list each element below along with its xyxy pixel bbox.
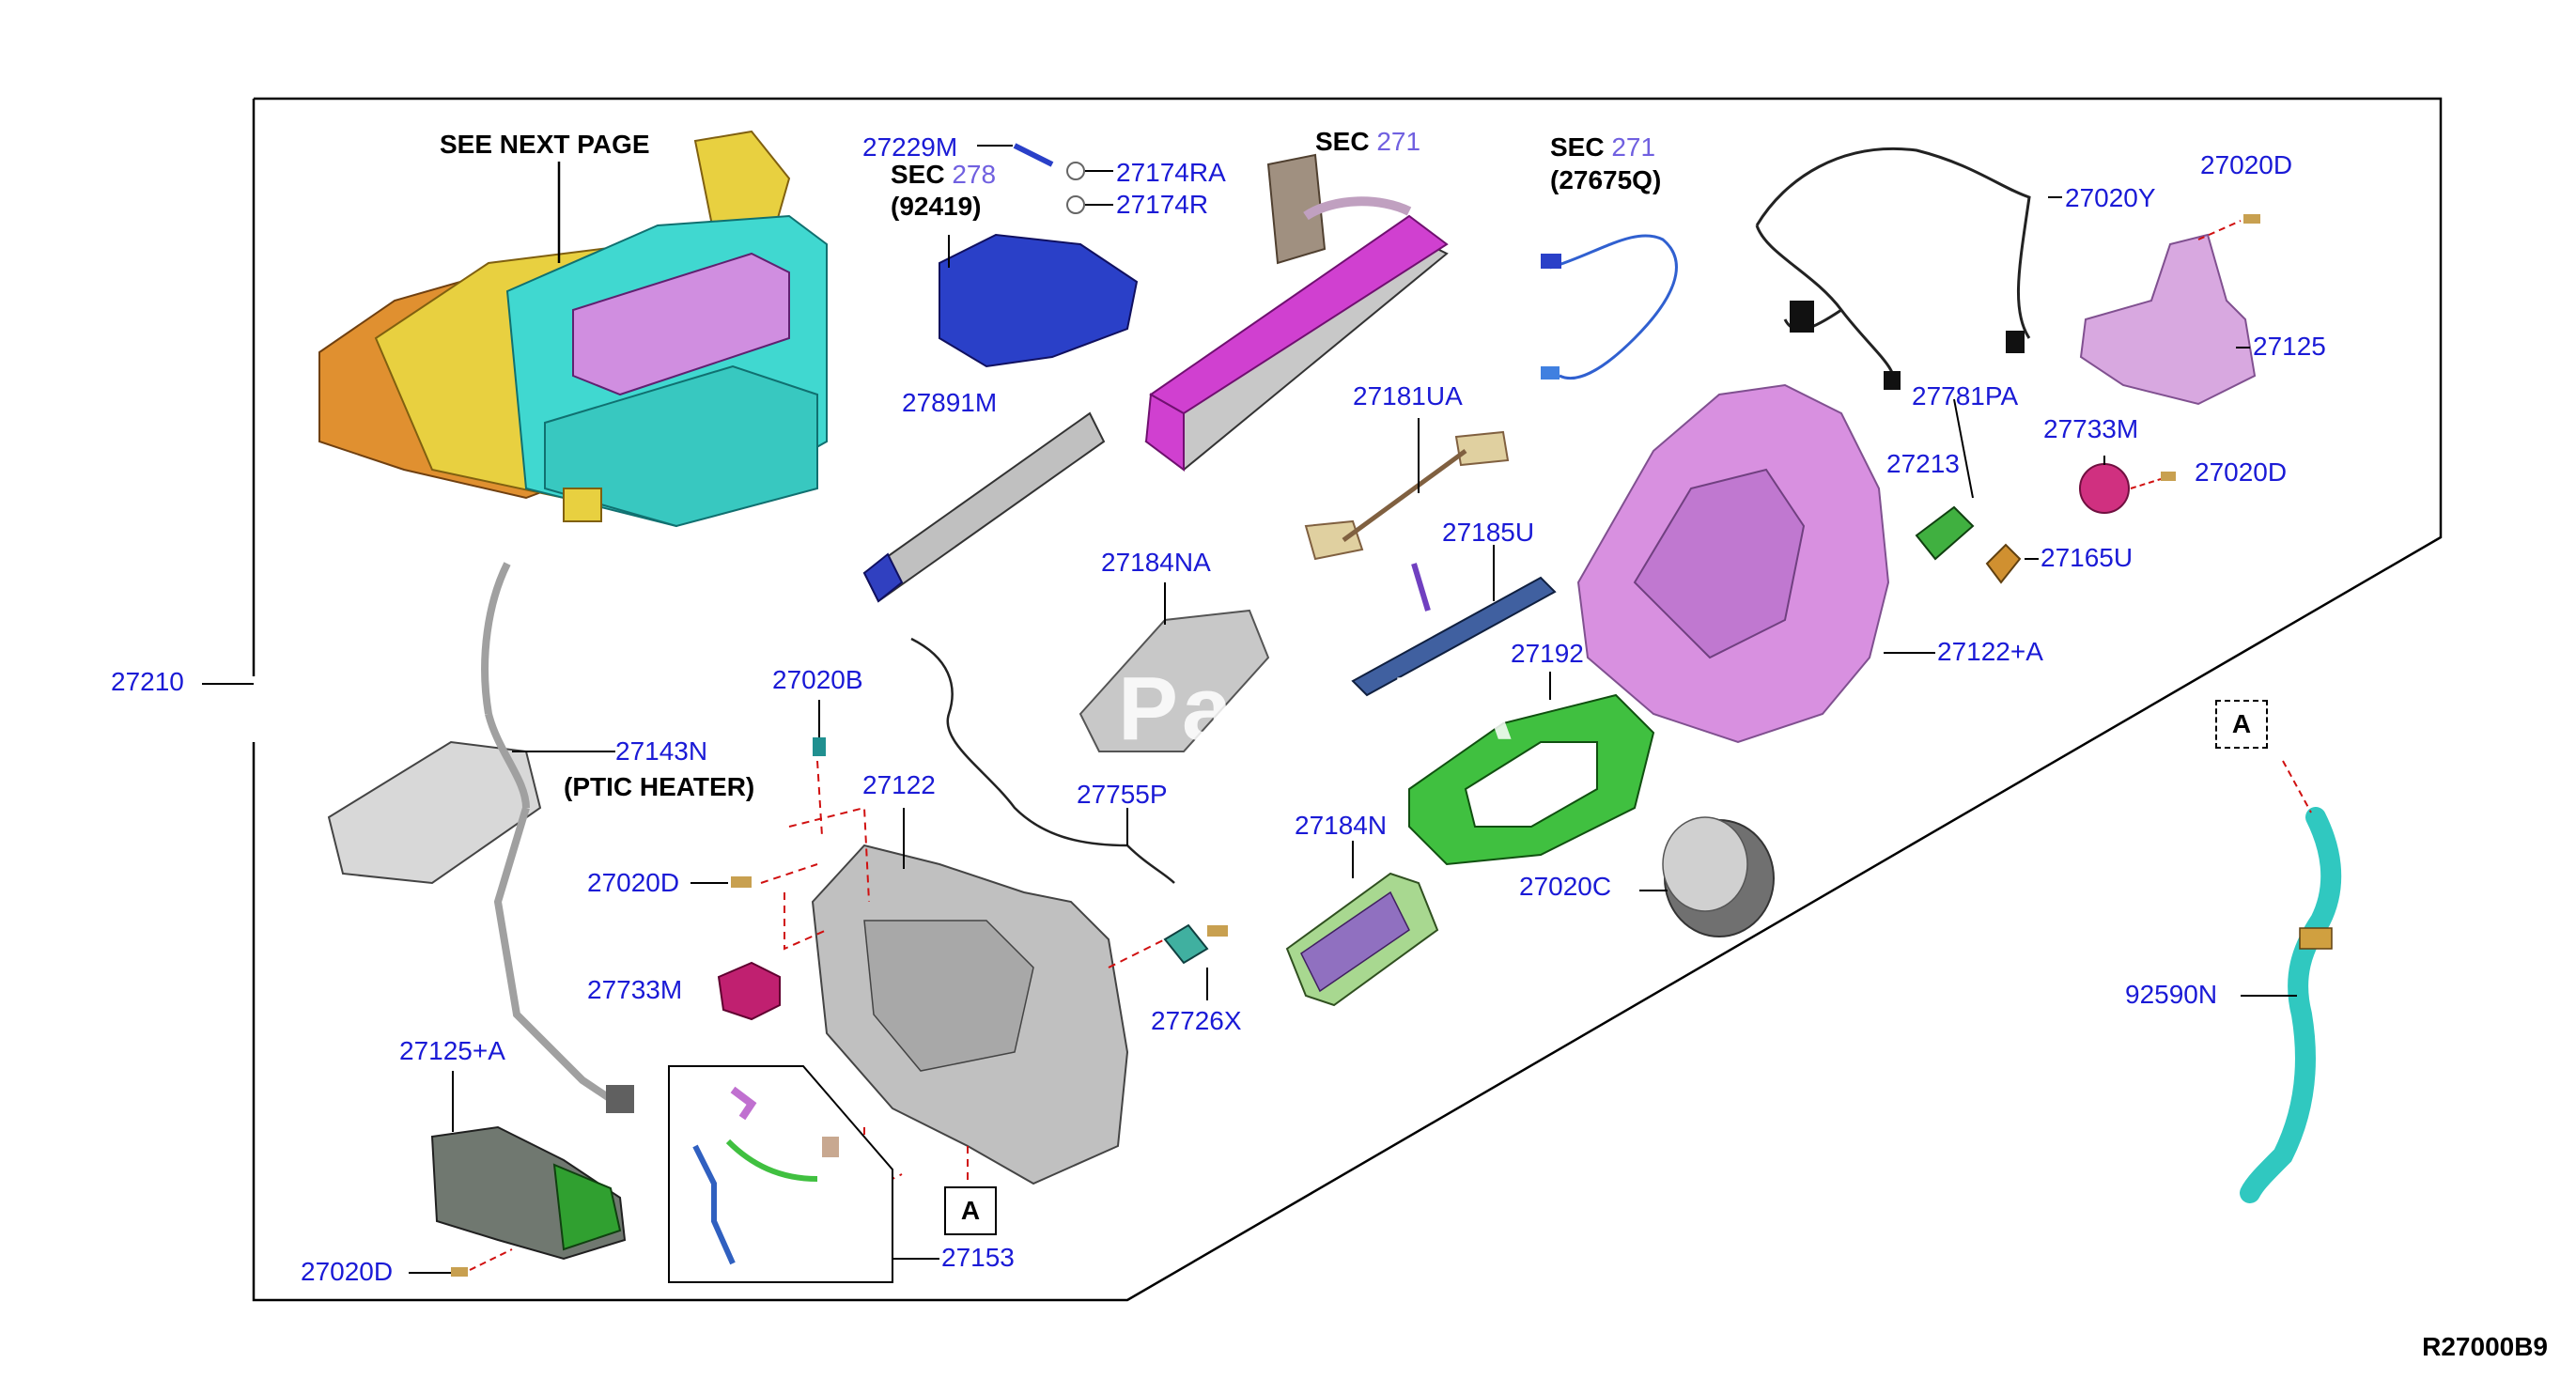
watermark-text: Parts PA — [1118, 658, 1518, 759]
diagram-border — [252, 97, 2443, 1302]
sec-278-reference[interactable]: SEC 278 — [891, 162, 996, 188]
rod-27185U — [1351, 545, 1557, 697]
sec-number: 278 — [952, 160, 997, 189]
leader-27020B — [816, 760, 823, 837]
callout-box-a-hose[interactable]: A — [2215, 700, 2268, 749]
ptc-heater-27143N — [327, 562, 634, 1113]
part-label-27122[interactable]: 27122 — [862, 770, 936, 799]
part-label-27229M[interactable]: 27229M — [862, 132, 958, 162]
sec-278-sub: (92419) — [891, 192, 982, 221]
part-label-92590N[interactable]: 92590N — [2125, 980, 2218, 1009]
duct-bracket-blue — [939, 233, 1139, 368]
drain-hose-92590N — [2240, 807, 2342, 1203]
part-label-27020C[interactable]: 27020C — [1519, 872, 1612, 901]
sec-271-sub: (27675Q) — [1550, 165, 1662, 194]
sec-number: 271 — [1611, 132, 1656, 162]
part-label-27125A[interactable]: 27125+A — [399, 1036, 505, 1065]
part-label-27733M-lower[interactable]: 27733M — [587, 975, 683, 1004]
bracket-27125A — [430, 1125, 627, 1261]
part-label-27192[interactable]: 27192 — [1511, 639, 1584, 668]
part-label-27020B[interactable]: 27020B — [772, 665, 863, 694]
callout-box-a[interactable]: A — [944, 1186, 997, 1235]
screw-27020D-left — [731, 876, 752, 888]
part-label-27020D-bottom[interactable]: 27020D — [301, 1257, 394, 1286]
part-label-27210[interactable]: 27210 — [111, 667, 184, 696]
part-label-27174R[interactable]: 27174R — [1116, 190, 1209, 219]
part-label-27174RA[interactable]: 27174RA — [1116, 158, 1226, 187]
part-label-27020Y[interactable]: 27020Y — [2065, 183, 2156, 212]
hvac-housing-assembly — [318, 130, 828, 528]
sec-prefix: SEC — [891, 160, 953, 189]
oring-27174RA — [1066, 162, 1085, 180]
part-label-27184NA[interactable]: 27184NA — [1101, 548, 1211, 577]
sec-271-sensor-reference[interactable]: SEC 271 — [1550, 134, 1655, 161]
sensor-cable — [1549, 234, 1678, 380]
part-label-27153[interactable]: 27153 — [941, 1243, 1015, 1272]
part-label-27781PA[interactable]: 27781PA — [1912, 381, 2019, 410]
detail-box-27153 — [668, 1065, 939, 1283]
actuator-27733M-lower — [717, 961, 781, 1021]
part-label-27184N[interactable]: 27184N — [1295, 811, 1388, 840]
ptic-heater-label: (PTIC HEATER) — [564, 772, 755, 801]
part-label-27125[interactable]: 27125 — [2253, 332, 2326, 361]
part-label-27213[interactable]: 27213 — [1886, 449, 1960, 478]
clip-27165U — [1985, 543, 2022, 584]
part-label-27726X[interactable]: 27726X — [1151, 1006, 1242, 1035]
clip-27229M — [1013, 143, 1054, 167]
mode-link-27181UA — [1304, 418, 1510, 561]
part-label-27122A[interactable]: 27122+A — [1937, 637, 2043, 666]
heater-case-27122 — [811, 844, 1129, 1185]
part-label-27733M-top[interactable]: 27733M — [2043, 414, 2139, 443]
part-label-27891M[interactable]: 27891M — [902, 388, 998, 417]
heater-case-27122A — [1576, 383, 1890, 744]
part-label-27181UA[interactable]: 27181UA — [1353, 381, 1463, 410]
cabin-filter — [862, 411, 1106, 603]
part-label-27020D-top[interactable]: 27020D — [2200, 150, 2293, 179]
actuator-27733M-top — [2079, 463, 2130, 514]
diagram-reference-code: R27000B9 — [2422, 1332, 2548, 1361]
screw-27020B — [813, 737, 826, 756]
sensor-27726X — [1163, 923, 1228, 1000]
blower-housing-27192 — [1408, 693, 1655, 866]
leader-hose-A — [2282, 760, 2312, 813]
wire-27755P — [910, 637, 1175, 884]
wire-harness — [1755, 147, 2031, 387]
cover-27125 — [2079, 233, 2257, 406]
screw-27020D-bottom — [451, 1267, 468, 1277]
part-label-27020D-right[interactable]: 27020D — [2195, 457, 2288, 487]
part-label-27165U[interactable]: 27165U — [2041, 543, 2134, 572]
oring-27174R — [1066, 195, 1085, 214]
leader-27726X — [1108, 938, 1166, 968]
leader-27020D-left — [760, 863, 818, 884]
part-label-27020D-left[interactable]: 27020D — [587, 868, 680, 897]
sec-prefix: SEC — [1315, 127, 1377, 156]
sec-prefix: SEC — [1550, 132, 1612, 162]
sec-271-reference[interactable]: SEC 271 — [1315, 129, 1420, 155]
resistor-27213 — [1915, 505, 1975, 561]
part-label-27185U[interactable]: 27185U — [1442, 518, 1535, 547]
part-label-27755P[interactable]: 27755P — [1077, 780, 1168, 809]
blower-fan-27020C — [1662, 816, 1775, 937]
sec-number: 271 — [1376, 127, 1421, 156]
see-next-page-label[interactable]: SEE NEXT PAGE — [440, 130, 650, 159]
part-label-27143N[interactable]: 27143N — [615, 736, 708, 766]
evaporator-core — [1144, 153, 1449, 472]
door-27184N — [1285, 872, 1439, 1007]
